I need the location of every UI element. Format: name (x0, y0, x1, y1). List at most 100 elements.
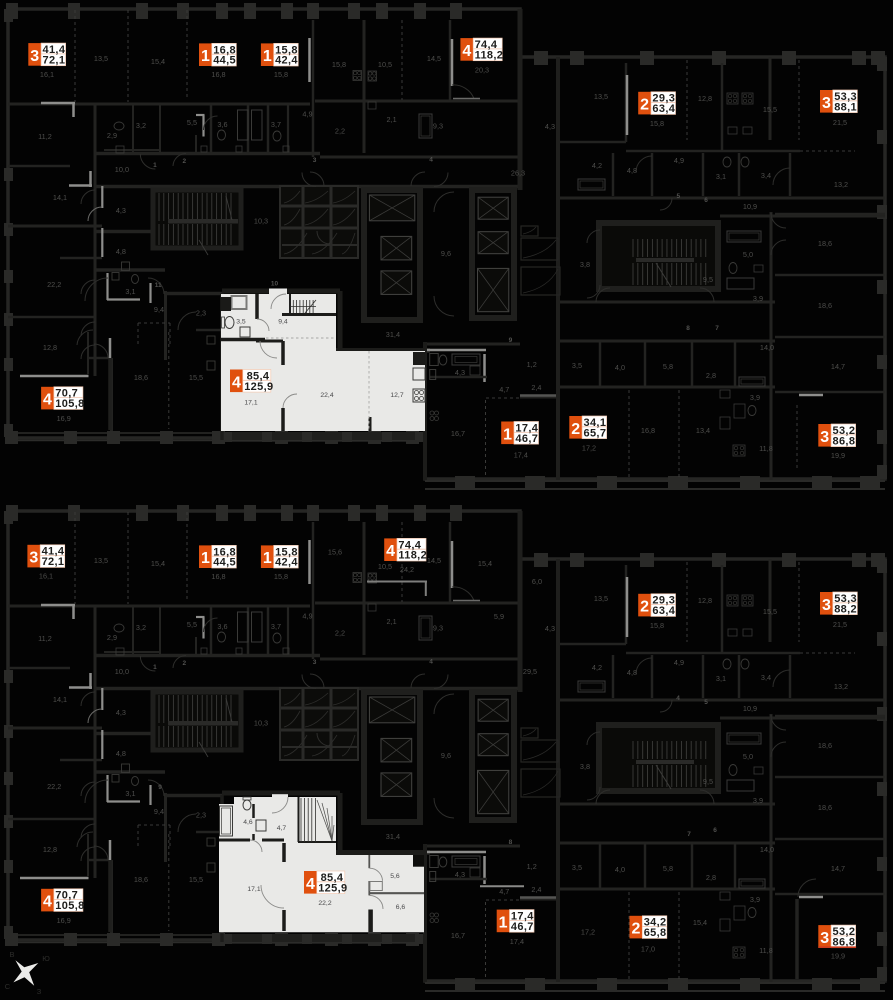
svg-text:4,7: 4,7 (277, 825, 287, 832)
svg-text:29,3: 29,3 (652, 595, 675, 607)
svg-text:15,8: 15,8 (332, 60, 346, 69)
svg-text:53,2: 53,2 (833, 425, 856, 437)
svg-text:Ю: Ю (42, 954, 50, 963)
svg-text:5,9: 5,9 (494, 612, 504, 621)
svg-text:1: 1 (503, 426, 512, 443)
svg-text:63,4: 63,4 (652, 605, 675, 617)
svg-text:16,8: 16,8 (211, 572, 225, 581)
svg-text:1: 1 (201, 48, 210, 65)
svg-text:3,5: 3,5 (236, 319, 246, 326)
svg-text:53,3: 53,3 (834, 593, 857, 605)
svg-text:19,9: 19,9 (831, 451, 845, 460)
svg-text:42,4: 42,4 (275, 557, 298, 569)
svg-text:15,8: 15,8 (275, 546, 298, 558)
svg-text:72,1: 72,1 (43, 54, 66, 66)
svg-text:4: 4 (306, 876, 315, 893)
svg-text:8: 8 (686, 325, 690, 332)
svg-text:41,4: 41,4 (42, 546, 65, 558)
svg-text:86,8: 86,8 (833, 936, 856, 948)
svg-text:34,1: 34,1 (584, 417, 607, 429)
svg-text:74,4: 74,4 (475, 39, 498, 51)
svg-text:16,9: 16,9 (57, 916, 71, 925)
svg-text:26,3: 26,3 (511, 169, 525, 178)
svg-text:17,4: 17,4 (511, 911, 534, 923)
svg-text:1: 1 (499, 914, 508, 931)
svg-text:4: 4 (676, 695, 680, 702)
svg-text:17,2: 17,2 (582, 444, 596, 453)
svg-text:15,6: 15,6 (328, 548, 342, 557)
svg-text:65,8: 65,8 (644, 927, 667, 939)
svg-text:105,8: 105,8 (55, 398, 84, 410)
svg-text:74,4: 74,4 (398, 539, 421, 551)
svg-text:17,4: 17,4 (514, 451, 528, 460)
svg-text:17,1: 17,1 (247, 886, 260, 893)
svg-text:4: 4 (43, 392, 52, 409)
svg-text:16,8: 16,8 (213, 546, 236, 558)
svg-text:16,8: 16,8 (211, 70, 225, 79)
svg-text:1: 1 (263, 48, 272, 65)
svg-text:15,4: 15,4 (478, 559, 492, 568)
svg-text:2: 2 (640, 97, 649, 114)
svg-text:44,5: 44,5 (213, 55, 236, 67)
svg-text:22,4: 22,4 (320, 392, 333, 399)
svg-text:1: 1 (263, 550, 272, 567)
svg-text:4: 4 (43, 894, 52, 911)
svg-text:53,3: 53,3 (834, 91, 857, 103)
svg-text:16,1: 16,1 (40, 70, 54, 79)
svg-text:10: 10 (271, 281, 279, 288)
svg-text:118,2: 118,2 (475, 49, 504, 61)
svg-text:125,9: 125,9 (244, 381, 273, 393)
svg-text:5: 5 (676, 193, 680, 200)
svg-text:65,7: 65,7 (584, 427, 607, 439)
svg-text:9: 9 (509, 337, 513, 344)
svg-text:46,7: 46,7 (511, 921, 534, 933)
svg-text:86,8: 86,8 (833, 435, 856, 447)
svg-text:125,9: 125,9 (318, 882, 347, 894)
svg-text:16,1: 16,1 (39, 572, 53, 581)
svg-text:7: 7 (715, 325, 719, 332)
svg-text:72,1: 72,1 (42, 556, 65, 568)
svg-text:3: 3 (822, 597, 831, 614)
svg-text:7: 7 (687, 831, 691, 838)
svg-text:3: 3 (820, 429, 829, 446)
svg-text:88,2: 88,2 (834, 603, 857, 615)
svg-text:105,8: 105,8 (55, 900, 84, 912)
svg-text:22,2: 22,2 (318, 900, 331, 907)
svg-text:85,4: 85,4 (247, 370, 270, 382)
svg-text:4: 4 (386, 543, 395, 560)
svg-text:9: 9 (158, 784, 162, 791)
svg-text:3: 3 (820, 930, 829, 947)
svg-text:6: 6 (713, 827, 717, 834)
svg-text:5: 5 (704, 699, 708, 706)
svg-text:19,9: 19,9 (831, 952, 845, 961)
svg-text:9,4: 9,4 (278, 319, 288, 326)
svg-text:8: 8 (509, 839, 513, 846)
svg-text:46,7: 46,7 (515, 433, 538, 445)
svg-text:17,4: 17,4 (510, 937, 524, 946)
svg-text:29,3: 29,3 (652, 93, 675, 105)
svg-text:85,4: 85,4 (321, 872, 344, 884)
svg-text:12,7: 12,7 (390, 392, 403, 399)
svg-text:В: В (9, 950, 14, 959)
svg-text:13,4: 13,4 (696, 426, 710, 435)
svg-text:20,3: 20,3 (475, 66, 489, 75)
svg-text:15,4: 15,4 (693, 918, 707, 927)
svg-text:44,5: 44,5 (213, 557, 236, 569)
svg-text:2: 2 (640, 599, 649, 616)
svg-text:3: 3 (29, 550, 38, 567)
svg-text:3: 3 (30, 48, 39, 65)
svg-text:70,7: 70,7 (55, 388, 78, 400)
svg-text:6,0: 6,0 (532, 577, 542, 586)
svg-text:4: 4 (232, 374, 241, 391)
svg-text:29,5: 29,5 (523, 667, 537, 676)
svg-text:З: З (37, 987, 42, 996)
svg-text:70,7: 70,7 (55, 890, 78, 902)
svg-text:2: 2 (571, 421, 580, 438)
svg-text:17,4: 17,4 (515, 422, 538, 434)
svg-text:6: 6 (704, 197, 708, 204)
svg-text:15,8: 15,8 (274, 70, 288, 79)
svg-text:63,4: 63,4 (652, 103, 675, 115)
svg-text:4,6: 4,6 (243, 819, 253, 826)
svg-text:3: 3 (822, 95, 831, 112)
svg-text:34,2: 34,2 (644, 917, 667, 929)
